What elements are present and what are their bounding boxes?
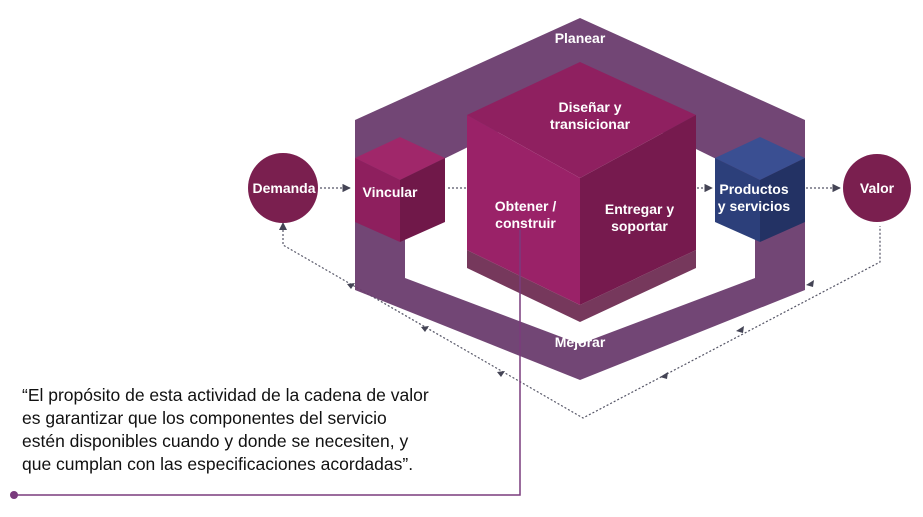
entregar-label: Entregar y soportar xyxy=(604,201,675,234)
cube-bottom-band xyxy=(467,250,696,322)
loop-arrowhead xyxy=(806,280,814,287)
mejorar-label: Mejorar xyxy=(554,334,606,350)
cube-right-face xyxy=(580,115,696,305)
productos-cube xyxy=(715,137,805,242)
callout-line xyxy=(10,230,521,499)
main-cube xyxy=(467,62,696,322)
vincular-label: Vincular xyxy=(362,184,418,200)
cube-left-face xyxy=(467,115,580,305)
feedback-loop xyxy=(282,226,881,419)
loop-arrowhead xyxy=(279,222,287,230)
disenar-label: Diseñar y transicionar xyxy=(549,99,631,132)
feedback-arrowheads xyxy=(279,222,814,379)
demanda-node xyxy=(248,153,318,223)
obtener-label: Obtener / construir xyxy=(494,198,557,231)
loop-arrowhead xyxy=(736,326,744,333)
loop-arrowhead xyxy=(660,372,668,379)
cube-top-face xyxy=(467,62,696,178)
vincular-cube xyxy=(355,137,445,242)
valor-node xyxy=(843,154,911,222)
demanda-label: Demanda xyxy=(252,180,316,196)
productos-label: Productos y servicios xyxy=(717,181,791,214)
loop-arrowhead xyxy=(347,283,355,289)
quote-text: “El propósito de esta actividad de la ca… xyxy=(22,385,429,474)
planear-label: Planear xyxy=(554,30,606,46)
loop-arrowhead xyxy=(497,371,505,377)
loop-arrowhead xyxy=(421,326,429,332)
valor-label: Valor xyxy=(859,180,895,196)
